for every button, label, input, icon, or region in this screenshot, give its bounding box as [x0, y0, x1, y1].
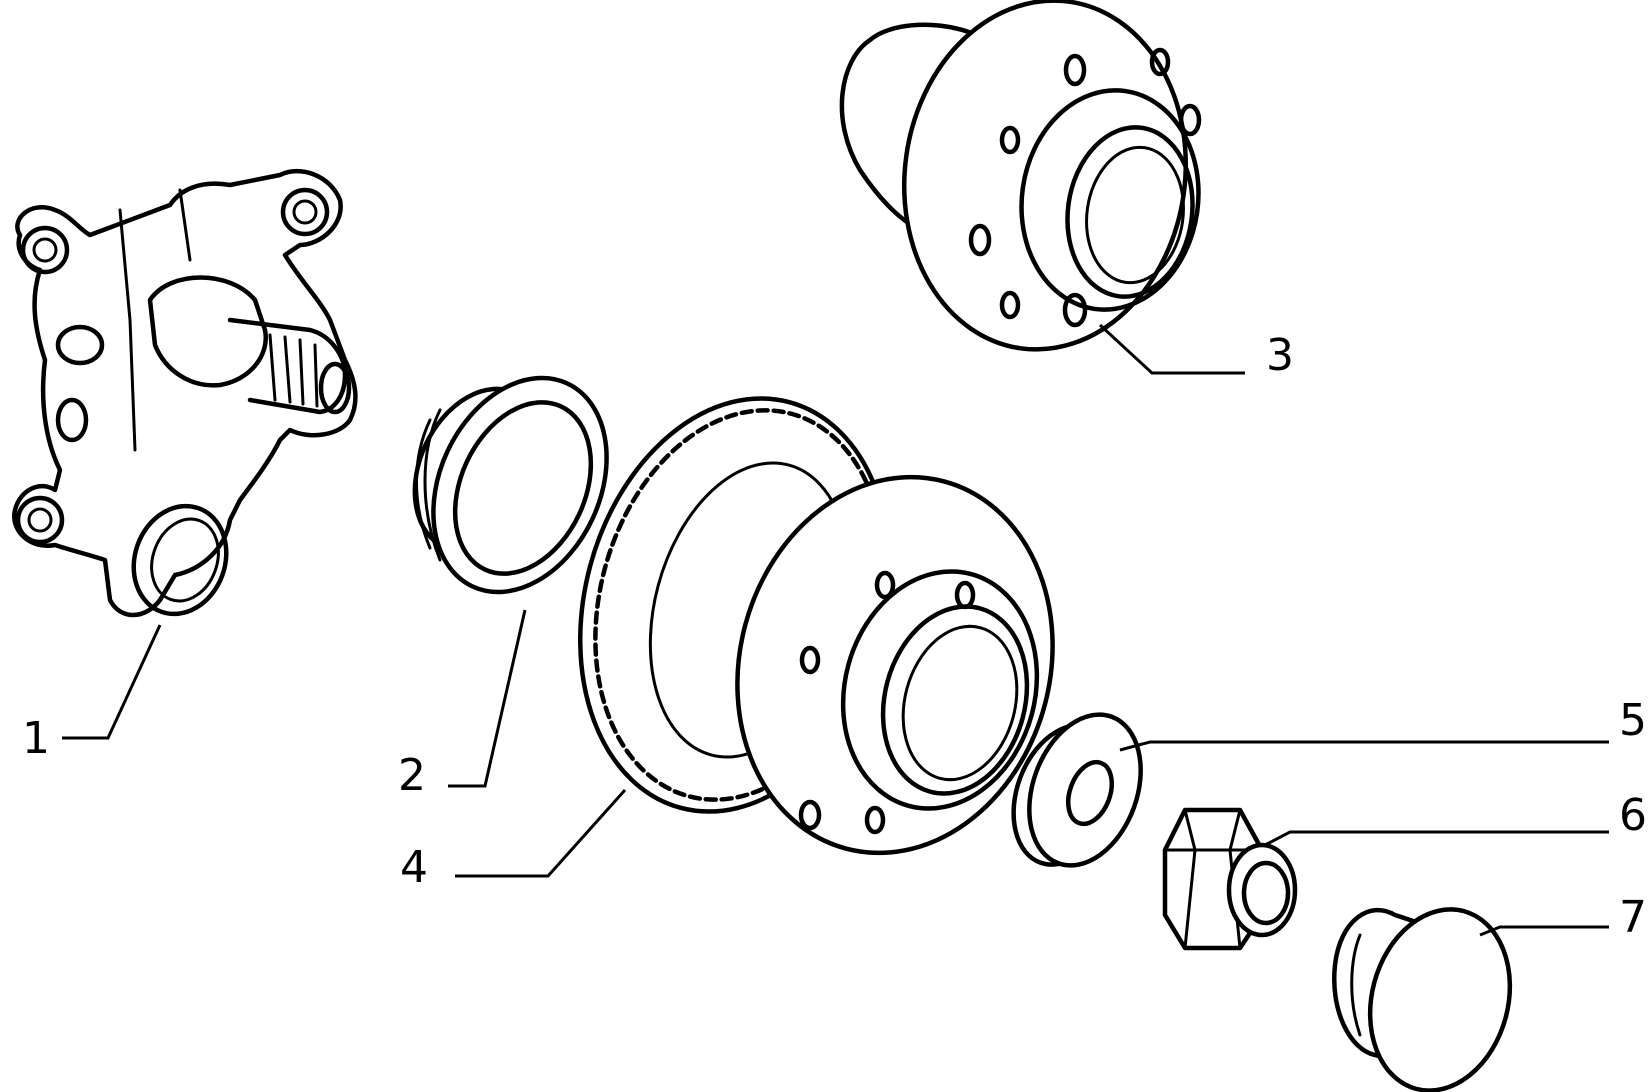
part-5-washer: [1011, 712, 1143, 868]
part-7-dust-cap: [1331, 907, 1513, 1092]
callout-4-leader: [455, 788, 627, 878]
part-3-wheel-hub: [839, 0, 1202, 352]
callout-3-leader: [1098, 323, 1245, 375]
callout-number-4: 4: [400, 842, 428, 893]
callout-6-leader: [1264, 830, 1609, 847]
part-1-steering-knuckle: [11, 168, 358, 618]
callout-7-leader: [1479, 925, 1609, 937]
callout-number-1: 1: [22, 713, 50, 764]
callout-number-7: 7: [1619, 892, 1647, 943]
part-2-seal-ring: [412, 375, 609, 595]
part-4-brake-disc-hub: [578, 396, 1055, 856]
callout-1-leader: [62, 624, 162, 740]
callout-2-leader: [448, 609, 527, 788]
callout-number-6: 6: [1619, 790, 1647, 841]
callout-5-leader: [1119, 740, 1609, 752]
callout-number-2: 2: [398, 750, 426, 801]
callout-number-5: 5: [1619, 695, 1647, 746]
callout-number-3: 3: [1266, 330, 1294, 381]
part-6-hub-nut: [1162, 807, 1298, 951]
